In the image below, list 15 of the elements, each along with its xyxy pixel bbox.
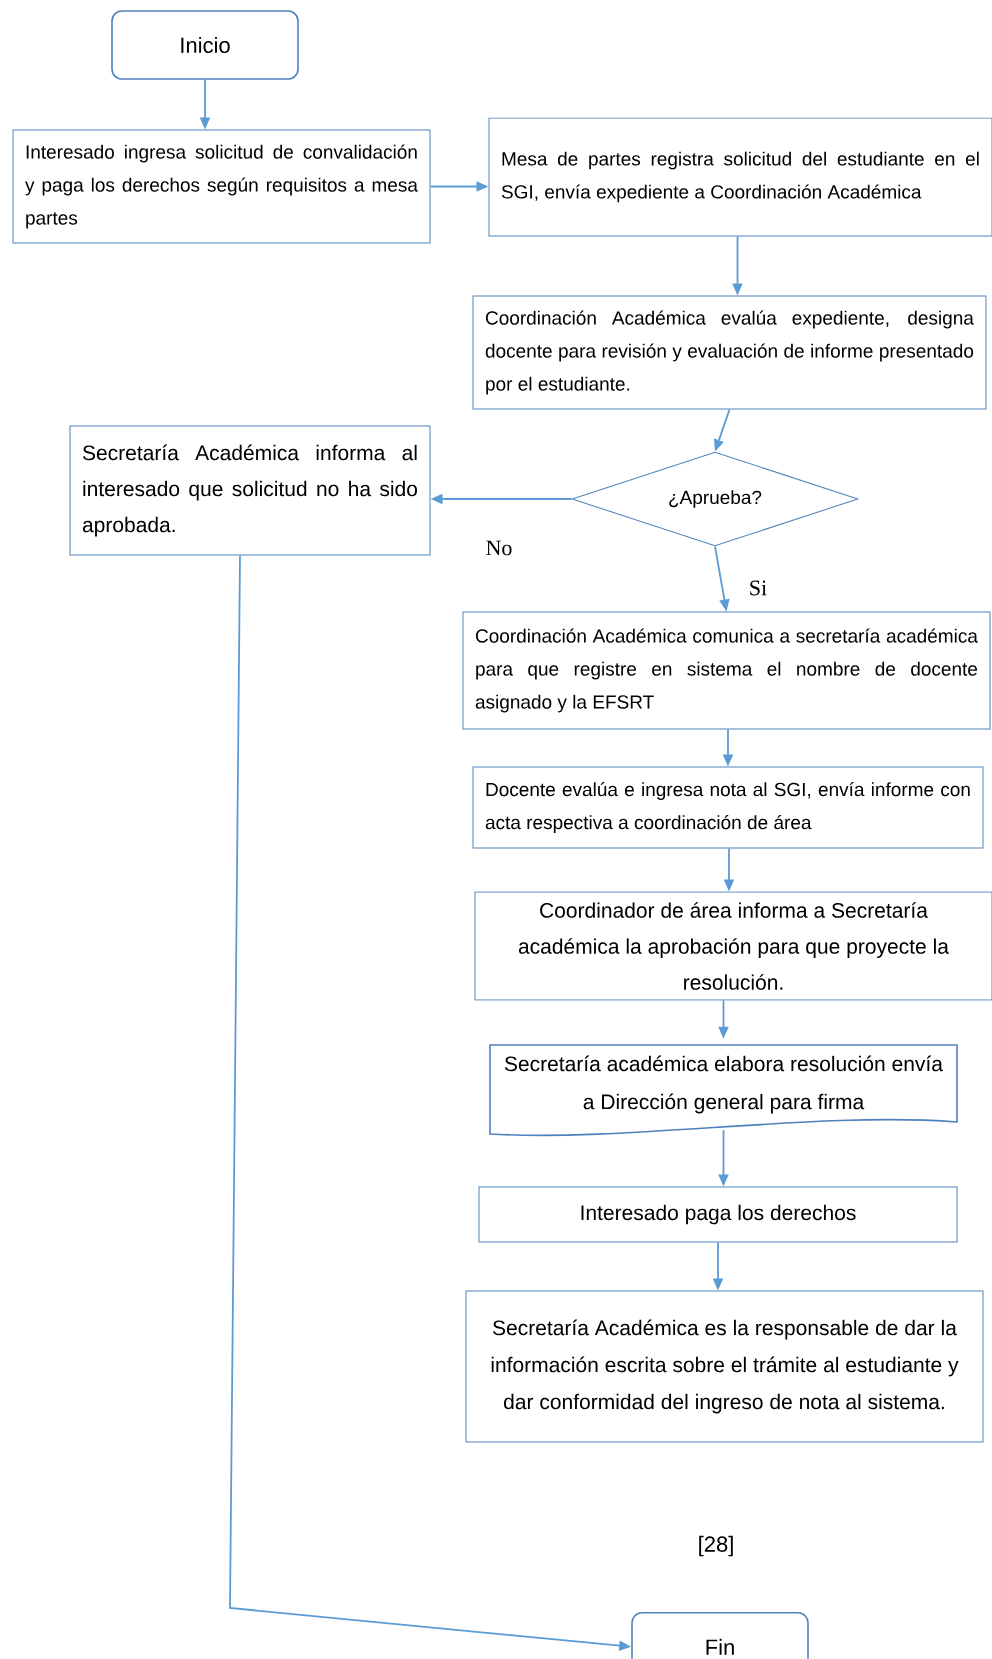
process-box: Interesado paga los derechos: [478, 1186, 958, 1243]
process-box: Secretaría Académica informa al interesado que solicitud no ha sido aprobada.: [69, 425, 431, 556]
process-box: Coordinación Académica comunica a secretaría académica para que registre en sistema el nombre de docente asignado y la EFSRT: [462, 611, 991, 730]
process-box: Secretaría Académica es la responsable de dar la información escrita sobre el trámite al estudiante y dar conformidad del ingreso de nota al sistema.: [465, 1290, 984, 1443]
process-box: Docente evalúa e ingresa nota al SGI, envía informe con acta respectiva a coordinación de área: [472, 766, 984, 849]
edge-label: Si: [746, 578, 770, 598]
process-box: Coordinador de área informa a Secretaría académica la aprobación para que proyecte la resolución.: [474, 891, 992, 1001]
process-box: Coordinación Académica evalúa expediente, designa docente para revisión y evaluación de informe presentado por el estudiante.: [472, 295, 987, 410]
start-terminal: Inicio: [111, 10, 299, 80]
reference-number: [28]: [699, 1535, 733, 1557]
process-box: Interesado ingresa solicitud de convalidación y paga los derechos según requisitos a mesa partes: [12, 129, 431, 244]
end-terminal: Fin: [631, 1612, 809, 1659]
edge-label: No: [483, 538, 515, 558]
document-box: Secretaría académica elabora resolución envía a Dirección general para firma: [489, 1044, 958, 1137]
process-box: Mesa de partes registra solicitud del estudiante en el SGI, envía expediente a Coordinación Académica: [488, 117, 992, 237]
